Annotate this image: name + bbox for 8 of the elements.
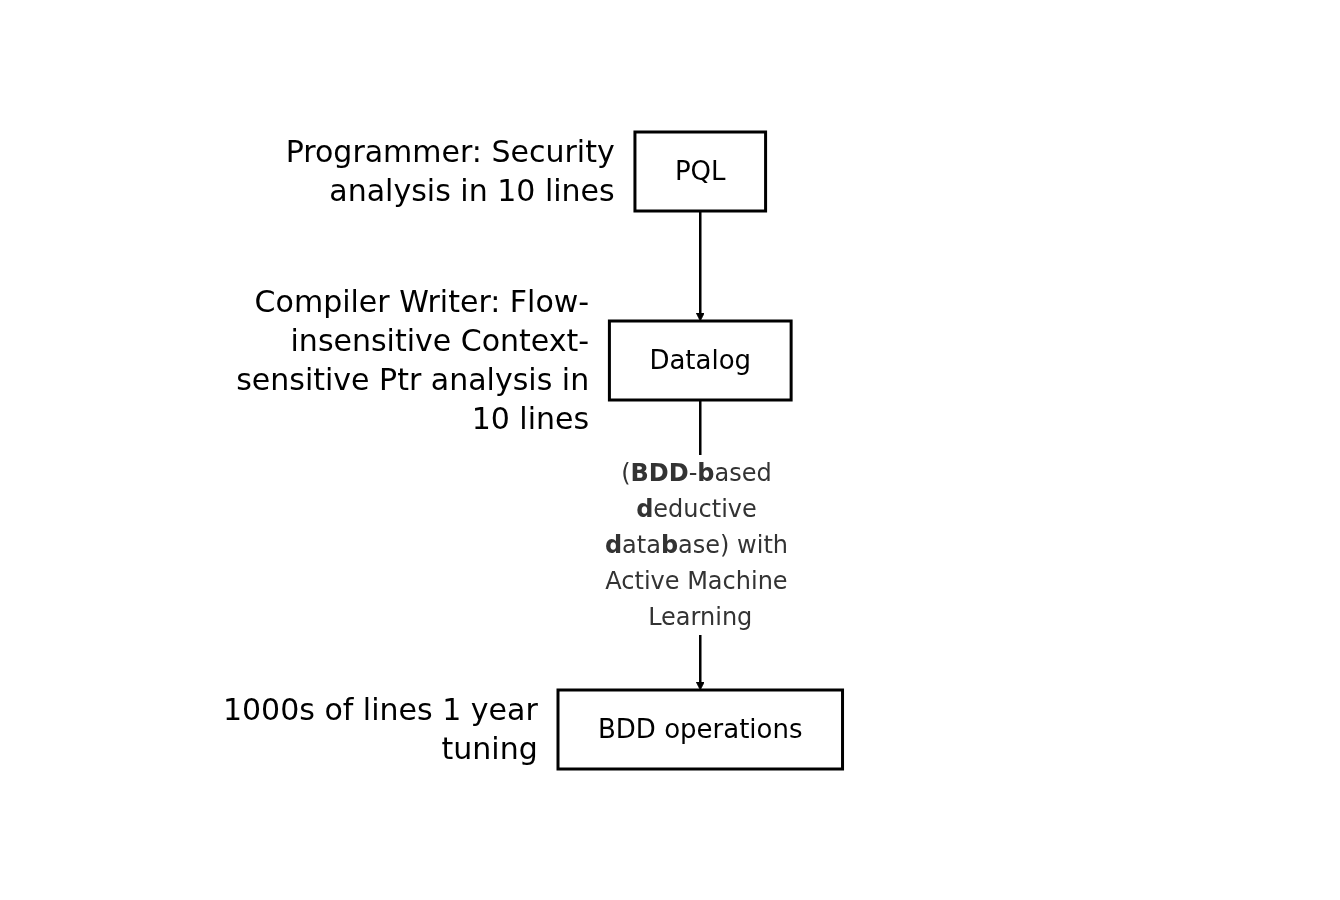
node-box: Datalog <box>607 319 793 401</box>
node-box: BDD operations <box>556 688 844 770</box>
edge-label: (BDD-based deductive database) with Active Machine Learning <box>604 458 788 631</box>
arrow <box>695 210 705 321</box>
node-box: PQL <box>633 130 767 212</box>
annotation-text: Compiler Writer: Flow-insensitive Context-sensitive Ptr analysis in 10 lines <box>235 283 590 438</box>
annotation-text: Programmer: Security analysis in 10 lines <box>284 133 615 210</box>
annotation-text: 1000s of lines 1 year tuning <box>221 691 538 768</box>
